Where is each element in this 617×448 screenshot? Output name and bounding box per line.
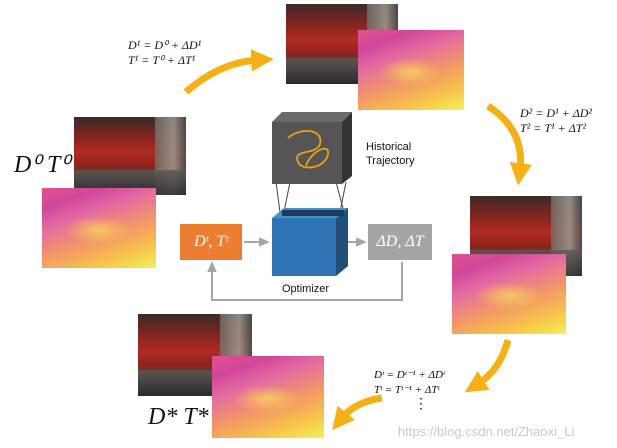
equation-stept-d: Dᵗ = Dᵗ⁻¹ + ΔDᵗ — [374, 369, 445, 381]
initial-label: D⁰ T⁰ — [14, 152, 70, 178]
arrow-to-final — [332, 394, 383, 431]
input-state-box: Dᵗ, Tᵗ — [180, 224, 242, 260]
initial-depth-map — [42, 188, 156, 268]
feedback-loop — [207, 261, 403, 301]
equation-stept: Dᵗ = Dᵗ⁻¹ + ΔDᵗ Tᵗ = Tᵗ⁻¹ + ΔTᵗ ⋮ — [374, 368, 445, 412]
equation-step1: D¹ = D⁰ + ΔD¹ T¹ = T⁰ + ΔT¹ — [128, 38, 201, 68]
equation-step2-t: T² = T¹ + ΔT² — [520, 121, 587, 135]
optimizer-cube — [272, 208, 348, 276]
equation-step1-d: D¹ = D⁰ + ΔD¹ — [128, 38, 202, 52]
equation-stept-t: Tᵗ = Tᵗ⁻¹ + ΔTᵗ — [374, 384, 440, 396]
arrow-to-stept — [464, 339, 512, 393]
step2-depth-map — [452, 254, 566, 334]
history-label-line1: Historical — [366, 141, 412, 153]
initial-rgb-image — [74, 117, 186, 195]
watermark: https://blog.csdn.net/Zhaoxi_Li — [398, 424, 575, 439]
history-cube — [272, 112, 352, 184]
history-label: Historical Trajectory — [366, 140, 415, 168]
equation-dots: ⋮ — [414, 397, 428, 412]
final-label: D* T* — [148, 404, 209, 430]
equation-step2: D² = D¹ + ΔD² T² = T¹ + ΔT² — [520, 106, 592, 136]
equation-step2-d: D² = D¹ + ΔD² — [520, 106, 593, 120]
arrow-to-step1 — [183, 49, 274, 95]
update-output-box: ΔD, ΔT — [368, 224, 432, 260]
equation-step1-t: T¹ = T⁰ + ΔT¹ — [128, 53, 196, 67]
history-label-line2: Trajectory — [366, 155, 415, 167]
trajectory-icon — [287, 130, 329, 169]
step1-depth-map — [358, 30, 464, 110]
optimizer-label: Optimizer — [282, 283, 330, 295]
arrow-to-step2 — [486, 103, 532, 186]
final-depth-map — [212, 356, 324, 438]
